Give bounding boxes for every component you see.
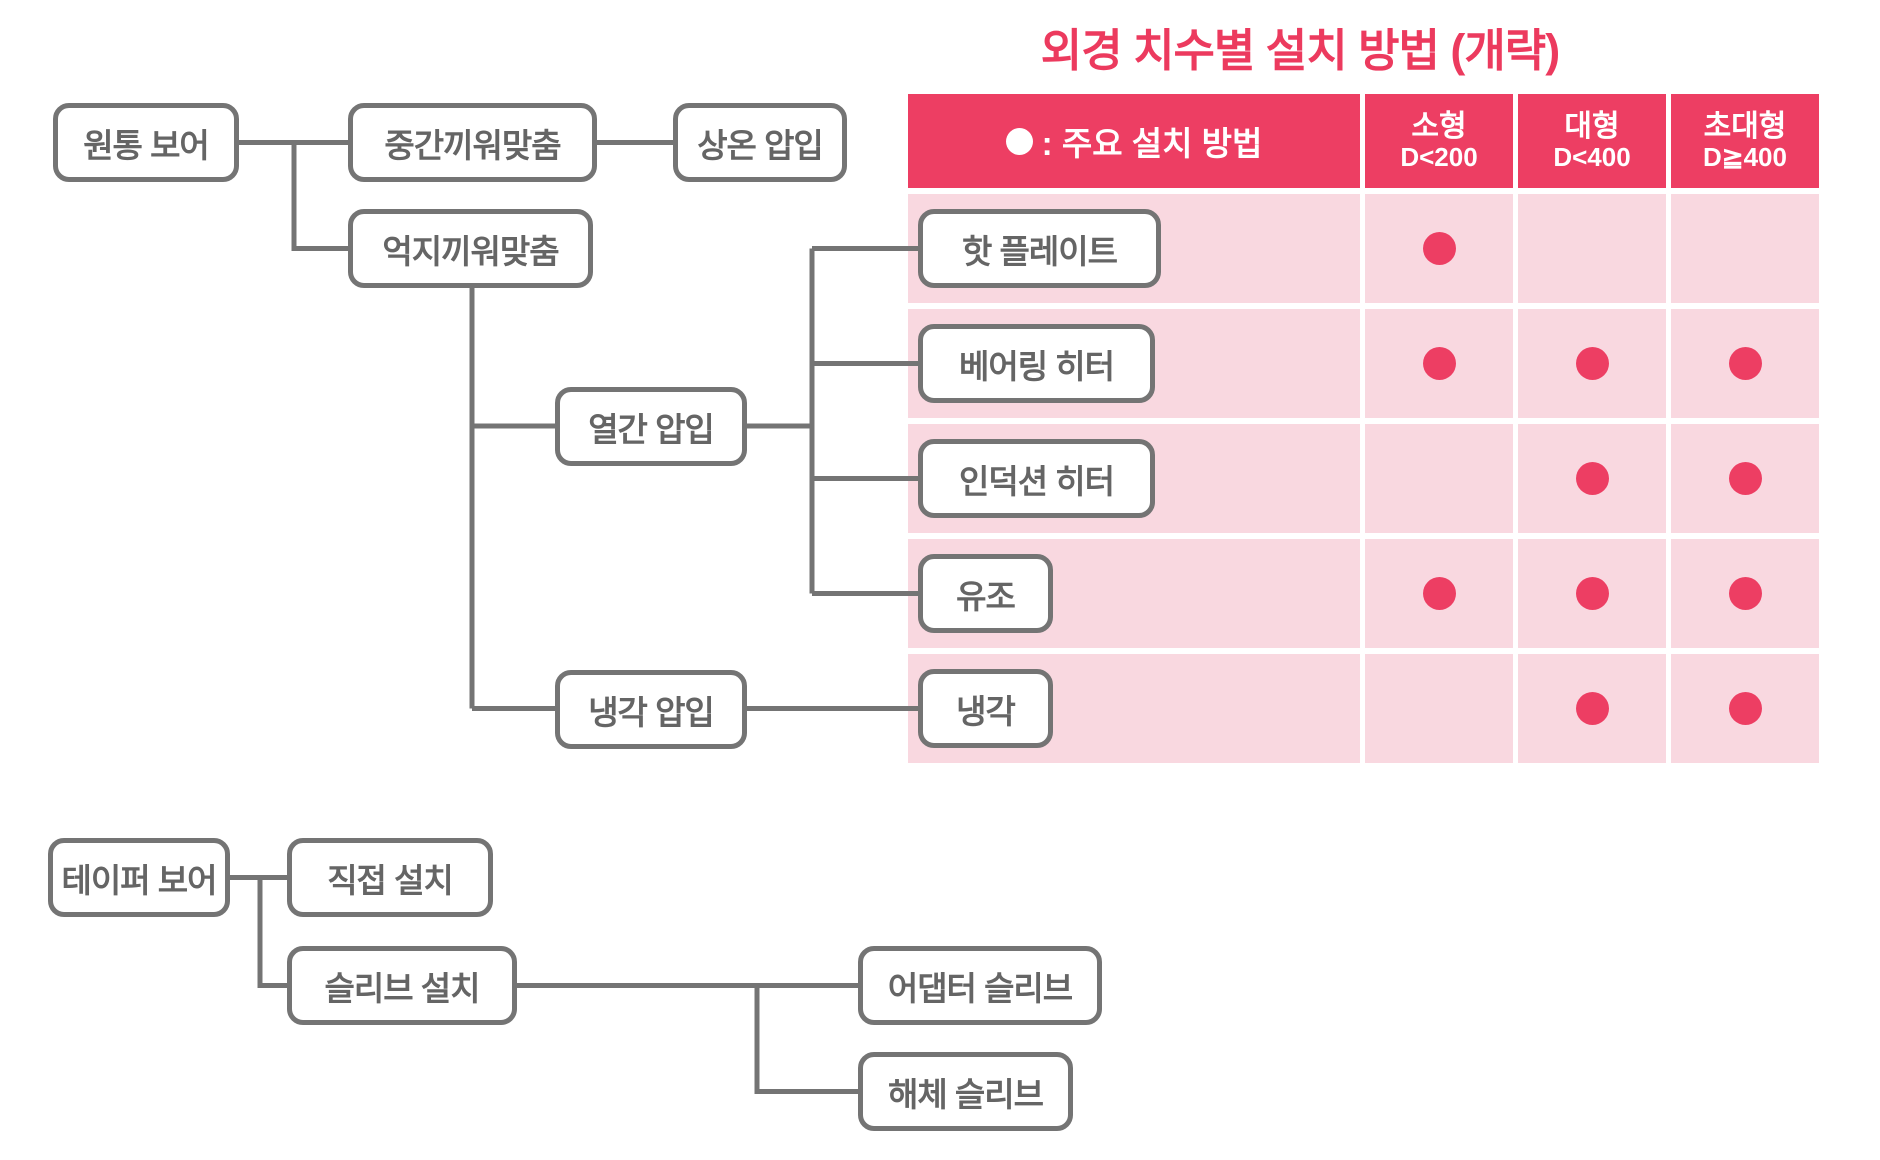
primary-method-dot bbox=[1728, 692, 1762, 725]
col-header-small: 소형 D<200 bbox=[1365, 94, 1513, 188]
col-range: D<400 bbox=[1553, 142, 1631, 173]
col-header-large: 대형 D<400 bbox=[1518, 94, 1666, 188]
primary-method-dot bbox=[1575, 347, 1609, 380]
node-hot-plate: 핫 플레이트 bbox=[918, 209, 1161, 288]
dot-cell bbox=[1365, 424, 1513, 533]
primary-method-dot bbox=[1575, 692, 1609, 725]
node-hot-press-fit: 열간 압입 bbox=[555, 387, 747, 466]
node-transition-fit: 중간끼워맞춤 bbox=[348, 103, 597, 182]
node-tapered-bore: 테이퍼 보어 bbox=[48, 838, 230, 917]
node-interference-fit: 억지끼워맞춤 bbox=[348, 209, 593, 288]
node-room-temp-press-fit: 상온 압입 bbox=[673, 103, 847, 182]
dot-cell bbox=[1671, 194, 1819, 303]
legend-label: : 주요 설치 방법 bbox=[1041, 125, 1263, 162]
col-header-xlarge: 초대형 D≧400 bbox=[1671, 94, 1819, 188]
primary-method-dot bbox=[1728, 347, 1762, 380]
dot-cell bbox=[1518, 654, 1666, 763]
dot-cell bbox=[1671, 309, 1819, 418]
dot-cell bbox=[1518, 309, 1666, 418]
install-method-table: : 주요 설치 방법 소형 D<200 대형 D<400 초대형 D≧400 bbox=[908, 94, 1819, 763]
node-direct-mount: 직접 설치 bbox=[287, 838, 493, 917]
primary-method-dot bbox=[1575, 577, 1609, 610]
dot-cell bbox=[1518, 194, 1666, 303]
col-label: 소형 bbox=[1411, 109, 1467, 143]
dot-cell bbox=[1365, 654, 1513, 763]
dot-cell bbox=[1671, 654, 1819, 763]
col-label: 대형 bbox=[1564, 109, 1620, 143]
dot-marker-icon bbox=[1005, 127, 1033, 155]
legend-header-cell: : 주요 설치 방법 bbox=[908, 94, 1360, 188]
node-induction-heater: 인덕션 히터 bbox=[918, 439, 1155, 518]
dot-cell bbox=[1365, 194, 1513, 303]
dot-cell bbox=[1518, 424, 1666, 533]
primary-method-dot bbox=[1575, 462, 1609, 495]
node-withdrawal-sleeve: 해체 슬리브 bbox=[858, 1052, 1073, 1131]
dot-cell bbox=[1671, 539, 1819, 648]
page-title: 외경 치수별 설치 방법 (개략) bbox=[1040, 25, 1560, 76]
node-cooling: 냉각 bbox=[918, 669, 1053, 748]
primary-method-dot bbox=[1422, 232, 1456, 265]
primary-method-dot bbox=[1728, 577, 1762, 610]
dot-cell bbox=[1671, 424, 1819, 533]
col-range: D≧400 bbox=[1703, 142, 1787, 173]
col-label: 초대형 bbox=[1703, 109, 1787, 143]
node-bearing-heater: 베어링 히터 bbox=[918, 324, 1155, 403]
node-adapter-sleeve: 어댑터 슬리브 bbox=[858, 946, 1102, 1025]
primary-method-dot bbox=[1422, 577, 1456, 610]
node-cold-press-fit: 냉각 압입 bbox=[555, 670, 747, 749]
primary-method-dot bbox=[1728, 462, 1762, 495]
node-sleeve-mount: 슬리브 설치 bbox=[287, 946, 517, 1025]
dot-cell bbox=[1365, 539, 1513, 648]
primary-method-dot bbox=[1422, 347, 1456, 380]
node-oil-bath: 유조 bbox=[918, 554, 1053, 633]
node-cylindrical-bore: 원통 보어 bbox=[53, 103, 239, 182]
dot-cell bbox=[1365, 309, 1513, 418]
col-range: D<200 bbox=[1400, 142, 1478, 173]
dot-cell bbox=[1518, 539, 1666, 648]
